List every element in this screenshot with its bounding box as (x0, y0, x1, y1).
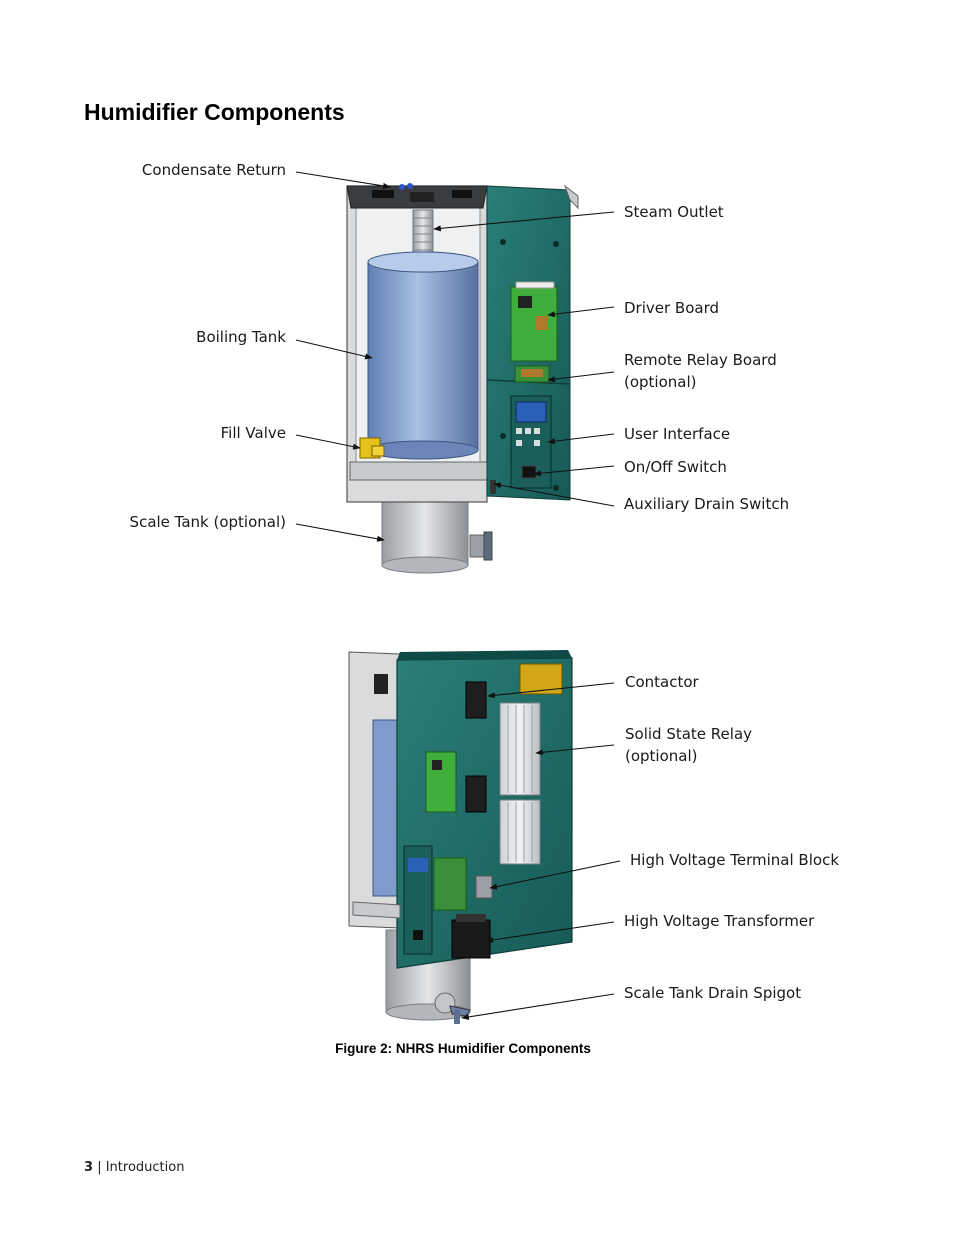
bottom-leader-lines (461, 682, 621, 1020)
callout-scale-tank: Scale Tank (optional) (129, 513, 286, 531)
page-title: Humidifier Components (84, 99, 345, 125)
footer-section: Introduction (105, 1160, 185, 1175)
callout-hv-transformer: High Voltage Transformer (624, 912, 815, 930)
top-unit-drawing (346, 183, 579, 574)
callout-scale-tank-drain-spigot: Scale Tank Drain Spigot (624, 984, 802, 1002)
callout-aux-drain-switch: Auxiliary Drain Switch (624, 495, 790, 513)
callout-driver-board: Driver Board (624, 299, 720, 317)
callout-onoff-switch: On/Off Switch (624, 458, 727, 476)
callout-remote-relay-board: Remote Relay Board (optional) (624, 349, 777, 393)
callout-boiling-tank: Boiling Tank (196, 328, 286, 346)
figure-caption: Figure 2: NHRS Humidifier Components (335, 1041, 591, 1056)
bottom-unit-drawing (348, 650, 573, 1024)
callout-hv-terminal-block: High Voltage Terminal Block (630, 851, 840, 869)
callout-contactor: Contactor (625, 673, 699, 691)
callout-user-interface: User Interface (624, 425, 731, 443)
footer-separator: | (97, 1160, 102, 1175)
page-footer: 3 | Introduction (84, 1160, 184, 1175)
callout-remote-relay-board-line1: Remote Relay Board (624, 351, 777, 369)
callout-solid-state-relay: Solid State Relay (optional) (625, 723, 752, 767)
callout-ssr-line1: Solid State Relay (625, 725, 753, 743)
callout-steam-outlet: Steam Outlet (624, 203, 724, 221)
callout-ssr-line2: (optional) (625, 747, 698, 765)
callout-condensate-return: Condensate Return (141, 161, 286, 179)
page-number: 3 (84, 1160, 94, 1175)
top-leader-lines (295, 171, 615, 542)
callout-fill-valve: Fill Valve (220, 424, 286, 442)
callout-remote-relay-board-line2: (optional) (624, 373, 697, 391)
